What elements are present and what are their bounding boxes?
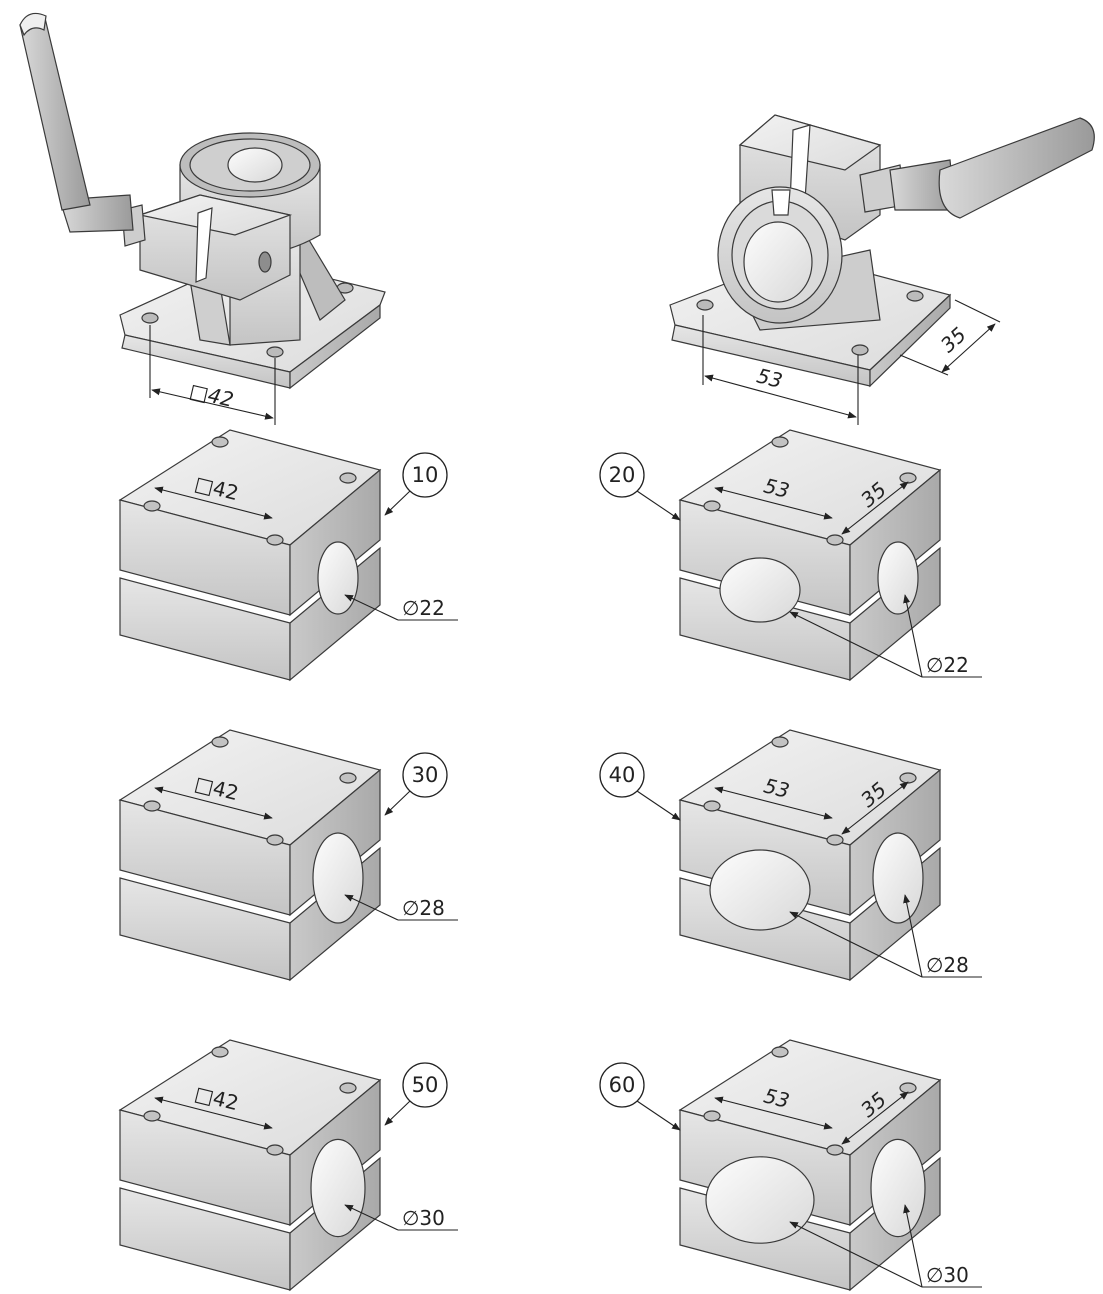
top-dimension: 53 [761,1083,792,1112]
item-balloon [599,452,645,498]
clamp-block-30: 30□42∅28 [118,729,458,982]
mounting-hole [899,1082,917,1094]
item-number: 10 [412,463,439,487]
item-number: 40 [609,763,636,787]
mounting-hole [211,1046,229,1058]
mounting-hole [771,1046,789,1058]
mounting-hole [339,1082,357,1094]
mounting-hole [266,834,284,846]
diameter-callout: ∅28 [402,896,445,920]
item-number: 50 [412,1073,439,1097]
item-balloon [599,1062,645,1108]
item-balloon [402,1062,448,1108]
item-number: 30 [412,763,439,787]
diameter-callout: ∅30 [926,1263,969,1287]
diameter-callout: ∅22 [402,596,445,620]
top-dimension: 53 [761,773,792,802]
mounting-hole [143,800,161,812]
mounting-hole [266,534,284,546]
mounting-hole [771,436,789,448]
mounting-hole [339,772,357,784]
item-balloon [599,752,645,798]
diameter-callout: ∅30 [402,1206,445,1230]
item-balloon [402,752,448,798]
mounting-hole [703,500,721,512]
mounting-hole [703,800,721,812]
mounting-hole [826,534,844,546]
mounting-hole [211,436,229,448]
item-number: 60 [609,1073,636,1097]
mounting-hole [771,736,789,748]
mounting-hole [266,1144,284,1156]
item-balloon [402,452,448,498]
mounting-hole [899,772,917,784]
clamp-block-10: 10□42∅22 [118,429,458,682]
mounting-hole [899,472,917,484]
mounting-hole [826,834,844,846]
mounting-hole [826,1144,844,1156]
diameter-callout: ∅22 [926,653,969,677]
mounting-hole [703,1110,721,1122]
length-53-dimension: 53 [754,363,785,392]
mounting-hole [143,1110,161,1122]
width-35-dimension: 35 [936,322,971,357]
mounting-hole [143,500,161,512]
mounting-hole [339,472,357,484]
top-dimension: 53 [761,473,792,502]
clamp-block-50: 50□42∅30 [118,1039,458,1292]
item-number: 20 [609,463,636,487]
mounting-hole [211,736,229,748]
diameter-callout: ∅28 [926,953,969,977]
square-42-dimension: □42 [187,378,236,411]
clamp-assembly-right: 53 35 [669,114,1095,425]
clamp-assembly-left: □42 [19,12,386,425]
